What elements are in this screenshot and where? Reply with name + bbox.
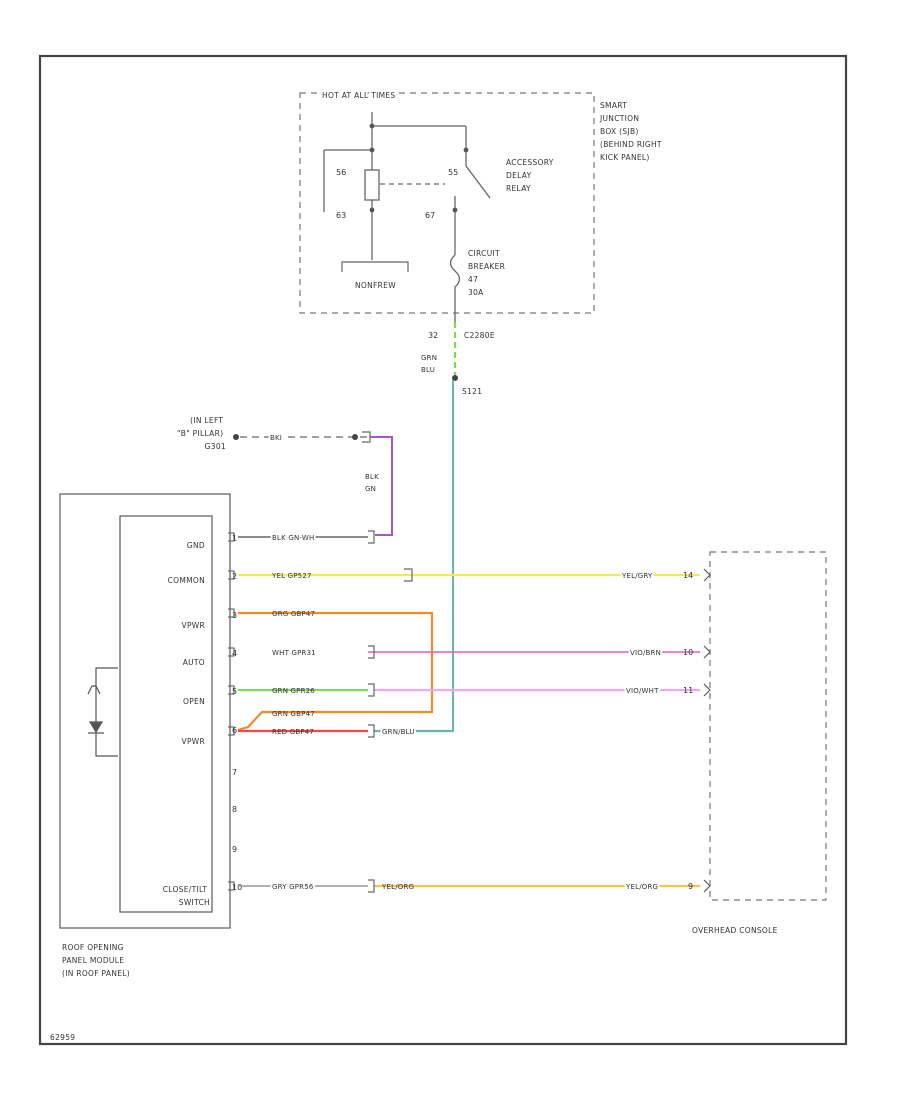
wire-auto-label: WHT GPR31: [272, 649, 316, 657]
sjb-internal-wiring: [323, 112, 491, 260]
module-pin-name: AUTO: [183, 658, 205, 667]
trunk-wire-label: GRN/BLU: [382, 728, 415, 736]
relay-label: ACCESSORY DELAY RELAY: [506, 158, 556, 193]
ground-purple-wire: [370, 436, 393, 536]
connector-wire-label: GRN BLU: [421, 354, 440, 374]
figure-id: 62959: [50, 1033, 75, 1042]
nonfrew-bracket: [341, 261, 409, 272]
relay-pin-dot: [463, 147, 469, 153]
console-connector-marks: [703, 568, 711, 893]
module-pin-name: VPWR: [182, 737, 205, 746]
overhead-console-label: OVERHEAD CONSOLE: [692, 926, 778, 935]
console-pin-wire-label: YEL/ORG: [625, 883, 658, 891]
ground-dot: [233, 434, 239, 440]
ground-wire-label: BKI: [270, 434, 282, 442]
relay-pin-dot: [369, 207, 375, 213]
relay-pin-label: 55: [448, 168, 458, 177]
console-pin-number: 11: [683, 686, 693, 695]
console-pin-wire-label: VIO/WHT: [626, 687, 659, 695]
console-pin-number: 10: [683, 648, 693, 657]
roof-module-inner: [119, 515, 213, 913]
relay-pin-label: 56: [336, 168, 346, 177]
wire-vpwr-connector: [368, 724, 375, 738]
splice-label: S121: [462, 387, 482, 396]
module-pin-name: OPEN: [183, 697, 205, 706]
connector-id-label: C2280E: [464, 331, 495, 340]
relay-sub-label: NONFREW: [355, 281, 396, 290]
junction-box-outline: [299, 92, 595, 314]
module-connector-marks: [228, 532, 235, 891]
wire-vpwr-label: ORG GBP47: [272, 610, 315, 618]
wire-vpwr-green-label: GRN GBP47: [272, 710, 315, 718]
relay-pin-label: 63: [336, 211, 346, 220]
ground-label: (IN LEFT "B" PILLAR) G301: [177, 416, 226, 451]
wire-close-label: GRY GPR56: [272, 883, 314, 891]
hotpanel-label: HOT AT ALL TIMES: [322, 91, 395, 100]
wire-common-label: YEL GP527: [271, 572, 312, 580]
wire-close-connector: [368, 879, 375, 893]
relay-pin-dot: [369, 147, 375, 153]
console-pin-wire-label: YEL/GRY: [621, 572, 653, 580]
breaker-label: CIRCUIT BREAKER 47 30A: [468, 249, 508, 297]
connector-pin-label: 32: [428, 331, 438, 340]
module-pin-name: VPWR: [182, 621, 205, 630]
wire-open-connector: [368, 683, 375, 697]
overhead-console-outline: [709, 551, 827, 901]
diagram-frame: [38, 54, 848, 1046]
wire-open-label: GRN GPR26: [272, 687, 315, 695]
module-bottom-label: CLOSE/TILT SWITCH: [163, 885, 210, 907]
ground-wire2-label: BLK GN: [365, 473, 381, 493]
ground-connector-dot: [352, 434, 358, 440]
wire-auto-connector: [368, 645, 375, 659]
junction-box-label: SMART JUNCTION BOX (SJB) (BEHIND RIGHT K…: [599, 101, 664, 162]
module-pin-number: 7: [232, 768, 237, 777]
circuit-breaker-symbol: [449, 254, 461, 288]
wire-vpwr-orange: [237, 611, 434, 732]
wire-vpwr-red-label: RED GBP47: [272, 728, 314, 736]
roof-module-outer: [59, 493, 231, 929]
wire-gnd-label: BLK GN-WH: [272, 534, 314, 542]
module-pin-number: 8: [232, 805, 237, 814]
trunk-wire-label-2: YEL/ORG: [381, 883, 414, 891]
relay-pin-label: 67: [425, 211, 435, 220]
console-pin-wire-label: VIO/BRN: [630, 649, 661, 657]
module-pin-name: GND: [187, 541, 205, 550]
relay-pin-dot: [452, 207, 458, 213]
console-pin-number: 9: [688, 882, 693, 891]
module-pin-number: 9: [232, 845, 237, 854]
roof-module-label: ROOF OPENING PANEL MODULE (IN ROOF PANEL…: [62, 943, 130, 978]
relay-junction-dot: [369, 123, 375, 129]
motor-switch-symbol: [87, 667, 118, 757]
wire-gnd-connector: [368, 530, 375, 544]
console-pin-number: 14: [683, 571, 693, 580]
module-pin-number: 10: [232, 883, 242, 892]
wire-common-connector: [404, 568, 413, 582]
module-pin-name: COMMON: [168, 576, 205, 585]
splice-dot: [452, 375, 458, 381]
